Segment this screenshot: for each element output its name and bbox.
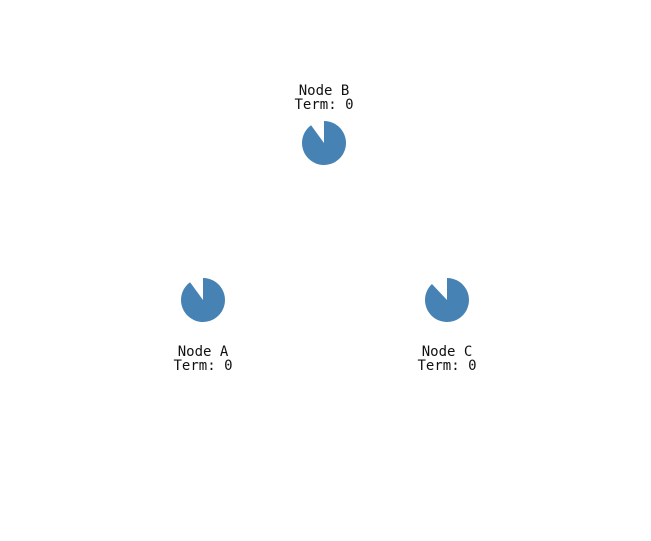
node-a-timer-circle bbox=[180, 278, 225, 322]
node-b-name-label: Node B bbox=[299, 83, 350, 99]
node-a-term-label: Term: 0 bbox=[173, 358, 232, 374]
node-c-name-label: Node C bbox=[422, 344, 473, 360]
node-c-timer-circle bbox=[424, 278, 469, 322]
node-b-timer-circle bbox=[301, 121, 346, 165]
node-a[interactable]: Node A Term: 0 bbox=[173, 278, 233, 374]
node-b[interactable]: Node B Term: 0 bbox=[294, 83, 354, 165]
node-c-term-label: Term: 0 bbox=[417, 358, 476, 374]
node-a-name-label: Node A bbox=[178, 344, 229, 360]
node-b-term-label: Term: 0 bbox=[294, 97, 353, 113]
node-c[interactable]: Node C Term: 0 bbox=[417, 278, 477, 374]
